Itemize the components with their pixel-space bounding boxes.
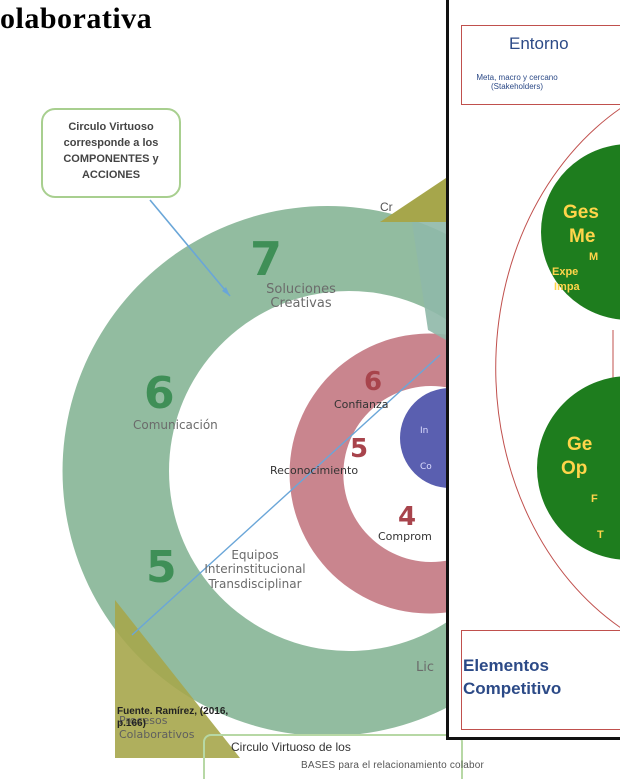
elementos-box [461,630,620,730]
green-top-detail-1: M [589,251,598,263]
inner-ring [289,333,450,614]
green-bottom-detail-2: T [597,529,604,541]
entorno-title: Entorno [509,34,569,53]
callout-box: Circulo Virtuoso corresponde a los COMPO… [41,108,181,198]
green-top-title-1: Ges [563,202,599,223]
source-citation: Fuente. Ramírez, (2016, p.166) [117,706,229,729]
right-outer-arc [495,108,620,628]
green-circle-bottom [537,376,620,560]
bases-text: BASES para el relacionamiento colabor [301,760,485,771]
triangle-arrow [131,354,441,636]
callout-line: COMPONENTES y [63,152,159,165]
center-circle [400,388,450,488]
bottom-box-text: Circulo Virtuoso de los [231,740,351,754]
right-panel: Entorno Meta, macro y cercano (Stakehold… [446,0,620,740]
entorno-subtitle: Meta, macro y cercano (Stakeholders) [476,73,558,92]
callout-arrowhead [222,287,230,296]
top-triangle [380,178,446,222]
callout-line: ACCIONES [81,168,141,181]
green-bottom-title-1: Ge [567,434,592,455]
green-top-title-2: Me [569,226,595,247]
page-title: olaborativa [0,2,153,35]
outer-ring [62,206,451,736]
green-bottom-title-2: Op [561,458,587,479]
green-top-detail-2: Expe [552,266,578,278]
green-bottom-detail-1: F [591,493,598,505]
elementos-line: Elementos [463,656,549,675]
callout-line: corresponde a los [63,136,159,149]
green-top-detail-3: Impa [554,281,581,293]
elementos-text: Elementos Competitivo [463,655,561,701]
bottom-box [203,734,463,779]
processes-triangle [115,600,240,758]
entorno-box [461,25,620,105]
green-circle-top [541,144,620,320]
callout-line: Circulo Virtuoso [68,121,154,133]
callout-arrow [149,199,231,297]
elementos-line: Competitivo [463,678,562,698]
top-wedge [412,222,446,340]
right-panel-graphics: Ges Me M Expe Impa Ge Op F T [495,108,620,628]
